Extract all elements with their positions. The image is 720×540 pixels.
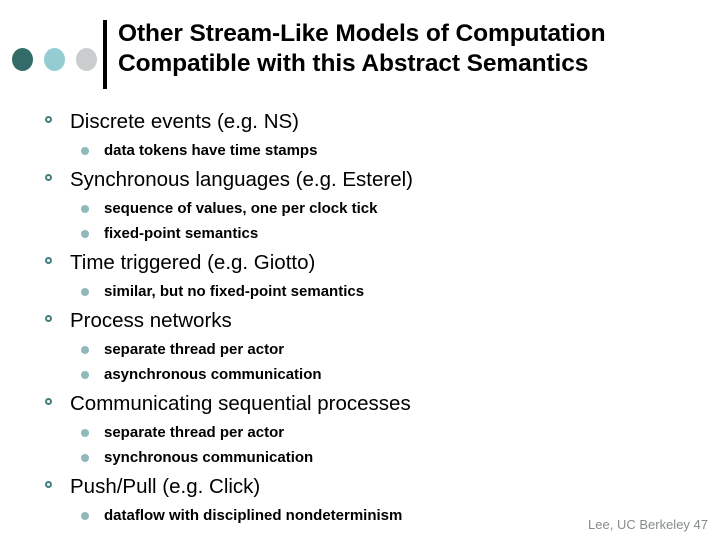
dot-bullet-icon [81, 288, 89, 296]
slide-header: Other Stream-Like Models of Computation … [0, 0, 720, 100]
bullet-text: data tokens have time stamps [104, 142, 318, 159]
dot-bullet-icon [81, 346, 89, 354]
bullet-text: similar, but no fixed-point semantics [104, 283, 365, 300]
dot-bullet-icon [81, 230, 89, 238]
page-title-line-2: Compatible with this Abstract Semantics [118, 50, 589, 77]
bullet-text: Discrete events (e.g. NS) [70, 110, 299, 133]
bullet-text: Push/Pull (e.g. Click) [70, 475, 261, 498]
slide-footer: Lee, UC Berkeley 47 [588, 517, 708, 532]
bullet-item-level-2: synchronous communication [0, 445, 720, 470]
bullet-item-level-2: data tokens have time stamps [0, 138, 720, 163]
dot-light-teal-icon [44, 48, 65, 71]
bullet-item-level-1: Push/Pull (e.g. Click) [0, 472, 720, 503]
bullet-text: dataflow with disciplined nondeterminism [104, 507, 403, 524]
dot-dark-teal-icon [12, 48, 33, 71]
dot-light-gray-icon [76, 48, 97, 71]
bullet-item-level-2: separate thread per actor [0, 337, 720, 362]
dot-bullet-icon [81, 512, 89, 520]
title-vertical-rule [103, 20, 107, 89]
bullet-item-level-1: Time triggered (e.g. Giotto) [0, 248, 720, 279]
dot-bullet-icon [81, 205, 89, 213]
bullet-item-level-2: sequence of values, one per clock tick [0, 196, 720, 221]
dot-bullet-icon [81, 454, 89, 462]
bullet-item-level-2: asynchronous communication [0, 362, 720, 387]
bullet-item-level-1: Process networks [0, 306, 720, 337]
ring-bullet-icon [45, 257, 52, 264]
bullet-text: sequence of values, one per clock tick [104, 200, 378, 217]
ring-bullet-icon [45, 174, 52, 181]
bullet-item-level-2: similar, but no fixed-point semantics [0, 279, 720, 304]
bullet-text: asynchronous communication [104, 366, 322, 383]
ring-bullet-icon [45, 315, 52, 322]
page-title: Other Stream-Like Models of Computation … [118, 19, 710, 79]
dot-bullet-icon [81, 371, 89, 379]
bullet-text: Communicating sequential processes [70, 392, 411, 415]
bullet-item-level-1: Discrete events (e.g. NS) [0, 107, 720, 138]
header-decoration-dots [12, 48, 97, 71]
bullet-text: separate thread per actor [104, 424, 285, 441]
bullet-item-level-1: Synchronous languages (e.g. Esterel) [0, 165, 720, 196]
bullet-text: fixed-point semantics [104, 225, 259, 242]
bullet-text: Time triggered (e.g. Giotto) [70, 251, 316, 274]
ring-bullet-icon [45, 116, 52, 123]
bullet-item-level-1: Communicating sequential processes [0, 389, 720, 420]
bullet-text: Synchronous languages (e.g. Esterel) [70, 168, 414, 191]
bullet-text: synchronous communication [104, 449, 314, 466]
bullet-item-level-2: fixed-point semantics [0, 221, 720, 246]
bullet-item-level-2: dataflow with disciplined nondeterminism [0, 503, 720, 528]
page-title-line-1: Other Stream-Like Models of Computation [118, 20, 606, 47]
bullet-text: Process networks [70, 309, 232, 332]
ring-bullet-icon [45, 398, 52, 405]
bullet-item-level-2: separate thread per actor [0, 420, 720, 445]
dot-bullet-icon [81, 147, 89, 155]
ring-bullet-icon [45, 481, 52, 488]
bullet-text: separate thread per actor [104, 341, 285, 358]
slide-body: Discrete events (e.g. NS) data tokens hav… [0, 105, 720, 528]
dot-bullet-icon [81, 429, 89, 437]
